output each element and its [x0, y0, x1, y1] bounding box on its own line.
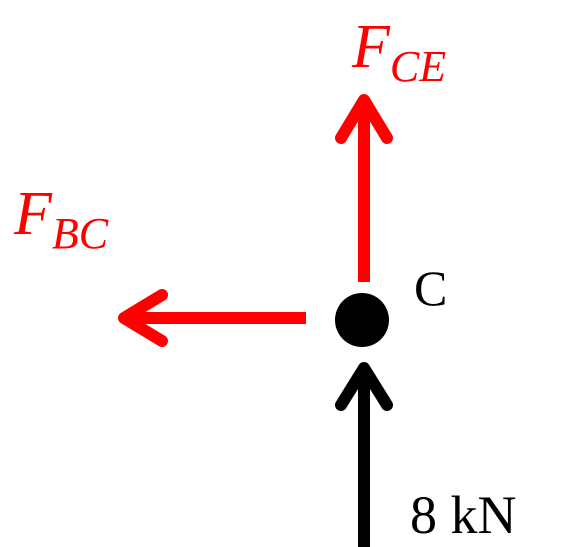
force-bc-arrowhead — [118, 289, 168, 347]
load-label: 8 kN — [410, 485, 517, 545]
force-ce-label: FCE — [351, 13, 446, 91]
force-ce-arrow — [335, 94, 393, 282]
force-bc-label-sub: BC — [52, 209, 109, 258]
force-bc-label-main: F — [13, 180, 53, 248]
force-ce-arrowhead — [335, 94, 393, 144]
load-arrowhead — [335, 362, 393, 411]
force-ce-label-sub: CE — [390, 42, 446, 91]
force-bc-arrow — [118, 289, 306, 347]
joint-c-label: C — [414, 260, 447, 316]
joint-c-node — [335, 293, 389, 347]
load-arrow — [335, 362, 393, 547]
force-bc-label: FBC — [13, 180, 109, 258]
force-ce-label-main: F — [351, 13, 391, 81]
